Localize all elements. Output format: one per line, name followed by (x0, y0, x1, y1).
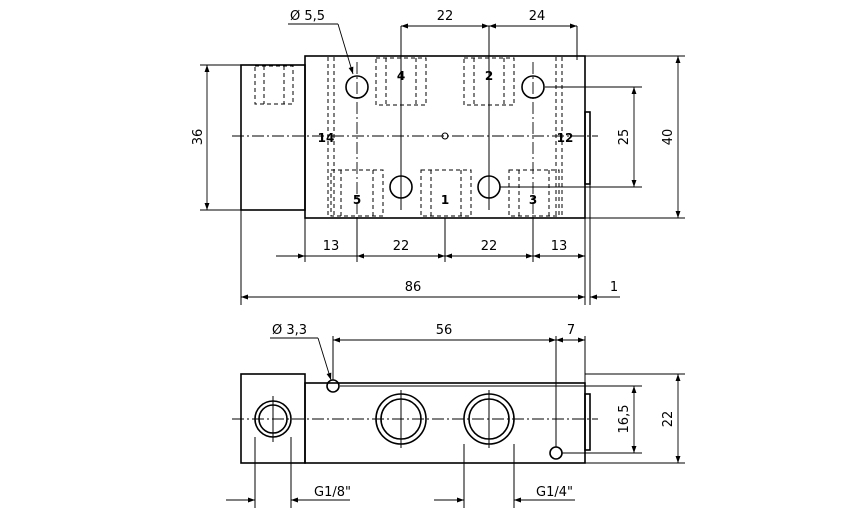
dim-22-top: 22 (437, 9, 454, 24)
small-hole-diameter-label: Ø 3,3 (272, 323, 307, 338)
dim-56: 56 (436, 323, 453, 338)
cap-port-hidden (254, 65, 294, 105)
dim-86: 86 (405, 280, 422, 295)
dim-36: 36 (191, 129, 206, 146)
port-label-5: 5 (353, 193, 361, 207)
thread-g14-label: G1/4" (536, 485, 573, 500)
dim-22-side: 22 (661, 411, 676, 428)
dim-13-right: 13 (551, 239, 568, 254)
dim-13-left: 13 (323, 239, 340, 254)
valve-body-side (304, 382, 586, 464)
dim-7: 7 (567, 323, 575, 338)
port-label-1: 1 (441, 193, 449, 207)
small-hole (549, 446, 563, 460)
side-view: Ø 3,3 56 7 16,5 22 G1/8" G1/4" (226, 323, 685, 508)
dim-25: 25 (617, 129, 632, 146)
port-label-3: 3 (529, 193, 537, 207)
thread-g18-label: G1/8" (314, 485, 351, 500)
dim-16-5: 16,5 (617, 405, 632, 434)
end-plate (584, 111, 591, 185)
port-label-12: 12 (557, 131, 574, 145)
dim-40: 40 (661, 129, 676, 146)
port-label-4: 4 (397, 69, 405, 83)
port-label-14: 14 (318, 131, 335, 145)
dim-22-b: 22 (481, 239, 498, 254)
end-plate-side (584, 393, 591, 451)
dim-1: 1 (610, 280, 618, 295)
dim-24-top: 24 (529, 9, 546, 24)
hole-diameter-label: Ø 5,5 (290, 9, 325, 24)
dim-22-a: 22 (393, 239, 410, 254)
port-label-2: 2 (485, 69, 493, 83)
top-view: 14 4 2 12 5 1 3 Ø 5,5 22 24 36 25 40 (191, 9, 685, 305)
small-hole (326, 379, 340, 393)
actuator-cap (240, 64, 306, 211)
